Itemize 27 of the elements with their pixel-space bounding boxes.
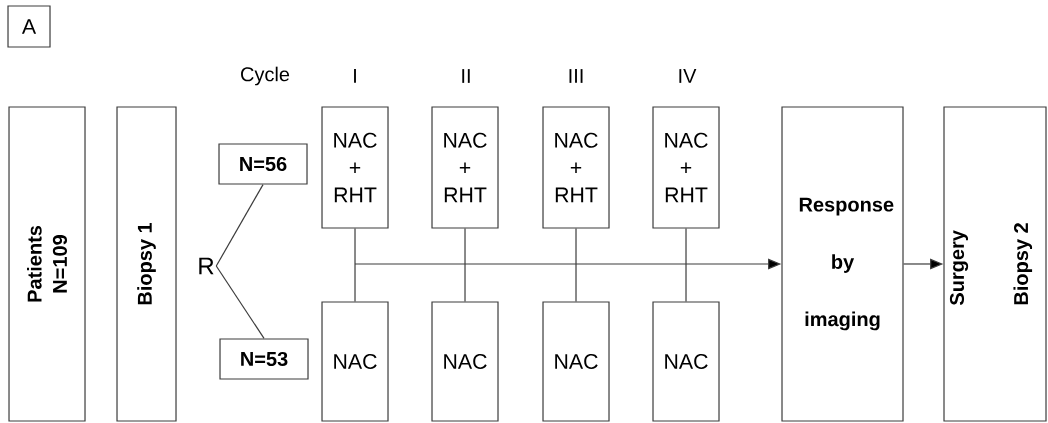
treatment-box: NAC <box>431 301 499 422</box>
treatment-box: NAC <box>652 301 720 422</box>
cycle-number: IV <box>679 69 697 83</box>
connector-line <box>215 265 265 339</box>
treatment-box: NAC <box>321 301 389 422</box>
process-box: Patients N=109 <box>8 106 86 422</box>
group-size-box: N=56 <box>218 143 308 185</box>
treatment-box: NAC <box>542 301 610 422</box>
connector-line <box>354 228 356 302</box>
cycle-number: I <box>354 69 356 83</box>
process-box: Response by imaging <box>781 106 904 422</box>
randomization-label: R <box>199 257 214 275</box>
treatment-box: NAC + RHT <box>542 106 610 229</box>
connector-line <box>575 228 577 302</box>
connector-line <box>685 228 687 302</box>
process-box: Surgery Biopsy 2 <box>943 106 1047 422</box>
treatment-box: NAC + RHT <box>321 106 389 229</box>
process-box: Biopsy 1 <box>116 106 177 422</box>
connector-line <box>215 184 264 267</box>
cycle-number: III <box>569 69 583 83</box>
panel-letter-box: A <box>7 5 51 48</box>
column-label: Cycle <box>241 66 290 86</box>
treatment-box: NAC + RHT <box>431 106 499 229</box>
treatment-box: NAC + RHT <box>652 106 720 229</box>
group-size-box: N=53 <box>219 338 309 380</box>
connector-line <box>464 228 466 302</box>
cycle-number: II <box>462 69 470 83</box>
